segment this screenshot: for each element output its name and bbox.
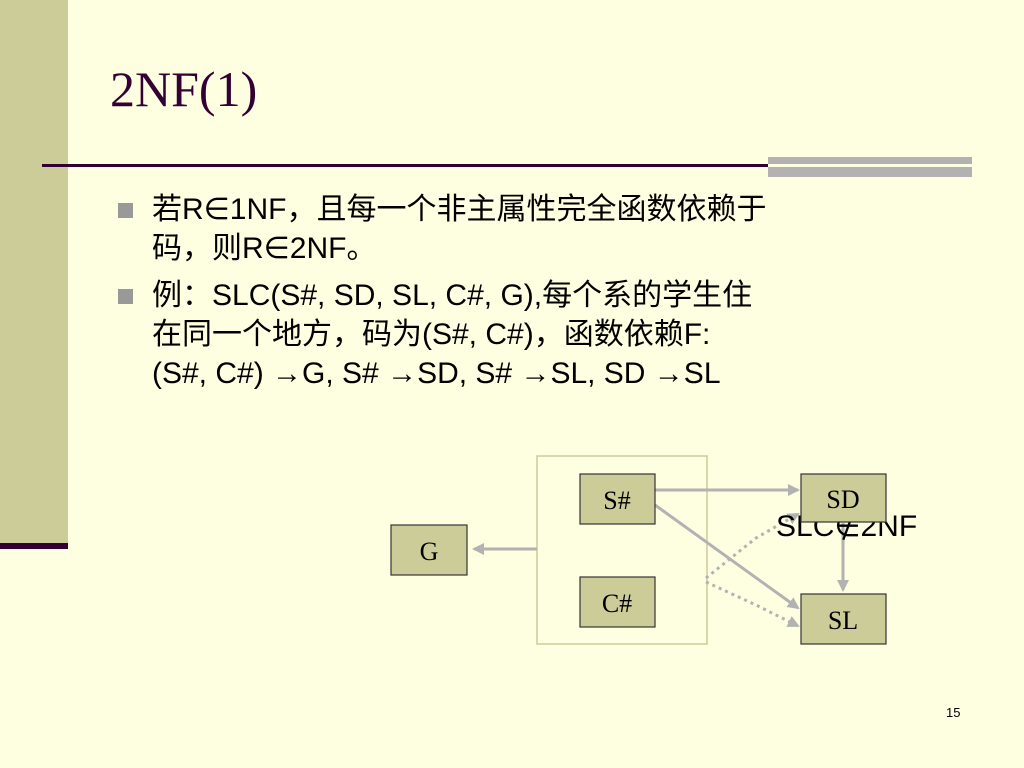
bullet-line: 若R∈1NF，且每一个非主属性完全函数依赖于 [152, 193, 767, 226]
node-label: C# [602, 589, 632, 618]
node-sl: SL [800, 593, 887, 645]
node-s-num: S# [579, 473, 656, 525]
key-group-frame [536, 455, 708, 645]
slide-title: 2NF(1) [110, 61, 258, 117]
node-c-num: C# [579, 576, 656, 628]
bullet-line: 例：SLC(S#, SD, SL, C#, G),每个系的学生住 [152, 279, 753, 312]
bullet-line: 码，则R∈2NF。 [152, 232, 377, 265]
title-rule-accent [768, 157, 972, 177]
node-label: SD [826, 485, 859, 514]
transitive-dotted-arrow-top [705, 512, 800, 580]
transitive-dotted-arrow-bottom [705, 580, 800, 628]
left-accent-underline [0, 543, 68, 549]
bullet-line: (S#, C#) →G, S# →SD, S# →SL, SD →SL [152, 357, 721, 390]
bullet-line: 在同一个地方，码为(S#, C#)，函数依赖F: [152, 318, 711, 351]
square-bullet-icon [118, 203, 133, 218]
bullet-list: 若R∈1NF，且每一个非主属性完全函数依赖于 码，则R∈2NF。 例：SLC(S… [118, 190, 968, 401]
node-label: S# [603, 486, 630, 515]
s-to-sl-arrow [654, 503, 800, 610]
left-accent-band [0, 0, 68, 546]
title-rule [42, 164, 972, 167]
square-bullet-icon [118, 289, 133, 304]
node-label: G [420, 537, 439, 566]
conclusion-label: SLC∉2NF [776, 510, 917, 543]
bullet-item-definition: 若R∈1NF，且每一个非主属性完全函数依赖于 码，则R∈2NF。 [118, 190, 968, 268]
bullet-item-example: 例：SLC(S#, SD, SL, C#, G),每个系的学生住 在同一个地方，… [118, 276, 968, 393]
node-label: SL [828, 606, 858, 635]
node-g: G [390, 524, 468, 576]
node-sd: SD [800, 473, 887, 523]
page-number: 15 [946, 705, 961, 720]
